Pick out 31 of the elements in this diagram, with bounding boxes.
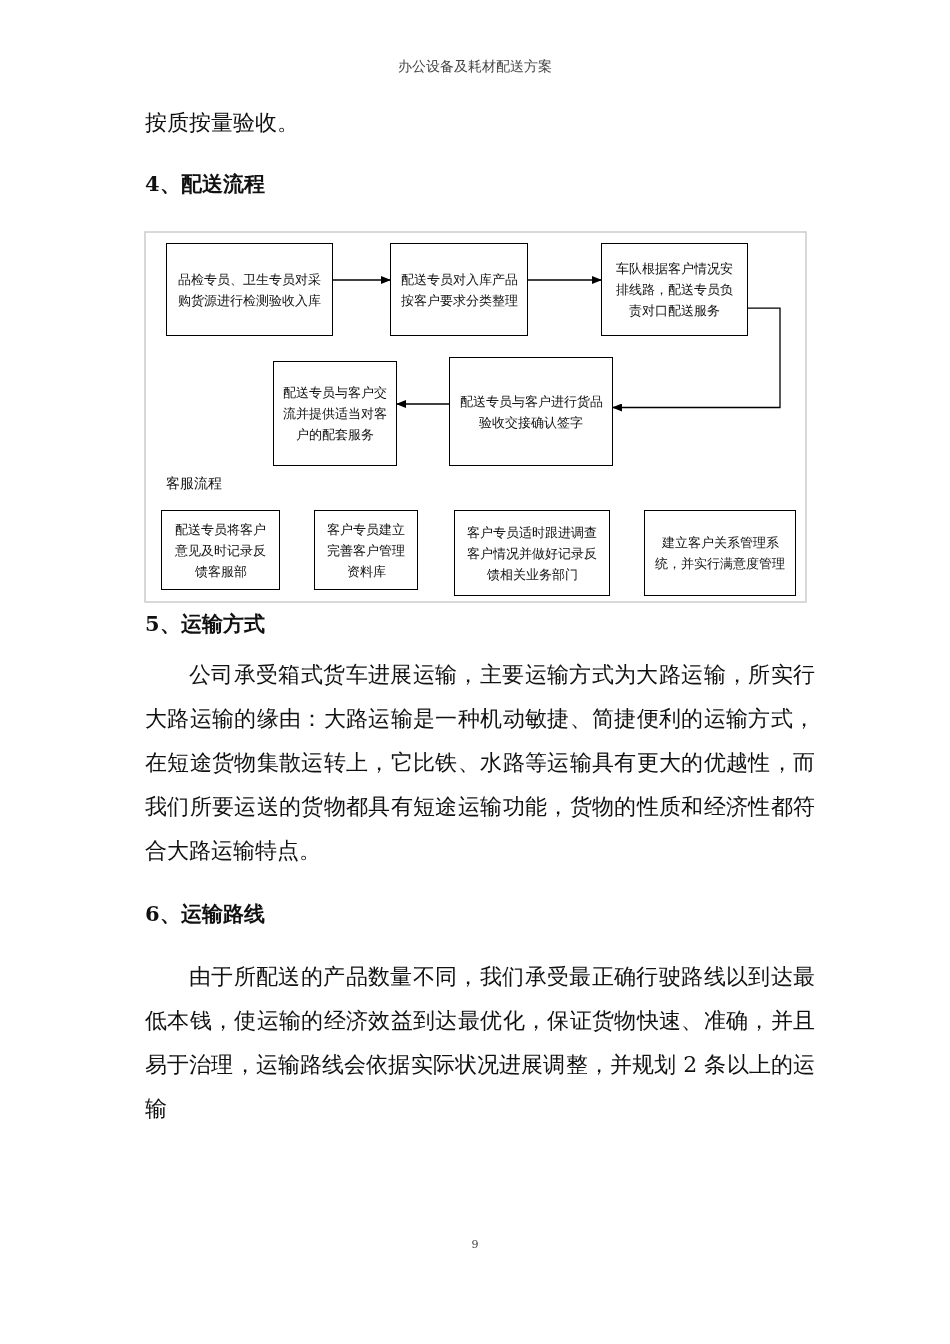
process-box	[449, 357, 613, 466]
process-box	[454, 510, 610, 596]
process-box	[644, 510, 796, 596]
box-text: 配送专员对入库产品按客户要求分类整理	[399, 270, 519, 310]
box-text: 配送专员与客户进行货品验收交接确认签字	[458, 392, 604, 432]
arrow	[332, 276, 391, 284]
section-heading: 5、运输方式	[145, 610, 266, 638]
box-text: 配送专员将客户意见及时记录反馈客服部	[174, 520, 267, 581]
page-header: 办公设备及耗材配送方案	[397, 57, 553, 76]
arrow	[612, 307, 781, 412]
body-paragraph: 由于所配送的产品数量不同，我们承受最正确行驶路线以到达最低本钱，使运输的经济效益到达最优化，保证货物快速、准确，并且易于治理，运输路线会依据实际状况进展调整，并规划 2 条以上的运输	[145, 963, 815, 1123]
section-heading: 6、运输路线	[145, 900, 266, 928]
body-paragraph: 公司承受箱式货车进展运输，主要运输方式为大路运输，所实行大路运输的缘由：大路运输是一种机动敏捷、简捷便利的运输方式，在短途货物集散运转上，它比铁、水路等运输具有更大的优越性，而我们所要运送的货物都具有短途运输功能，货物的性质和经济性都符合大路运输特点。	[145, 661, 815, 865]
page-number: 9	[470, 1237, 480, 1253]
box-text: 配送专员与客户交流并提供适当对客户的配套服务	[282, 384, 388, 444]
box-text: 客户专员适时跟进调查客户情况并做好记录反馈相关业务部门	[466, 523, 598, 584]
process-box	[314, 510, 418, 590]
group-heading: 客服流程	[166, 474, 223, 493]
process-box	[601, 243, 748, 336]
body-text: 按质按量验收。	[145, 109, 300, 137]
box-text: 品检专员、卫生专员对采购货源进行检测验收入库	[177, 270, 322, 310]
process-box	[161, 510, 280, 590]
process-box	[390, 243, 528, 336]
process-box	[166, 243, 333, 336]
process-box	[273, 361, 397, 466]
box-text: 车队根据客户情况安排线路，配送专员负责对口配送服务	[615, 260, 734, 320]
box-text: 建立客户关系管理系统，并实行满意度管理	[654, 534, 786, 573]
box-text: 客户专员建立完善客户管理资料库	[326, 520, 406, 581]
arrow	[527, 276, 602, 284]
arrow	[396, 400, 450, 408]
section-heading: 4、配送流程	[145, 170, 266, 198]
